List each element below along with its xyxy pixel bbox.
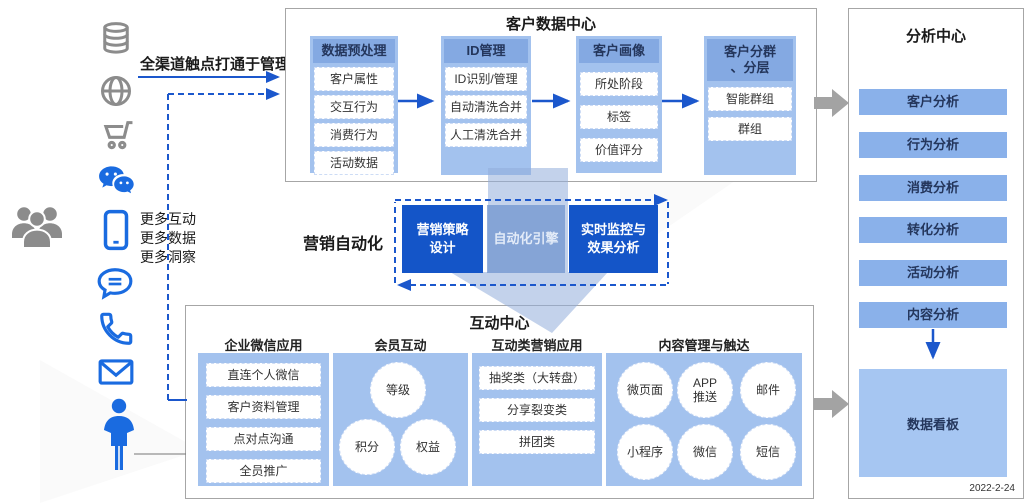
mail-envelope-icon xyxy=(97,356,135,388)
list-item: 客户资料管理 xyxy=(206,395,321,419)
list-item: 价值评分 xyxy=(580,138,658,162)
omnichannel-label: 全渠道触点打通于管理 xyxy=(140,56,291,73)
analysis-item: 转化分析 xyxy=(859,217,1007,243)
list-item: 点对点沟通 xyxy=(206,427,321,451)
column-header: 客户画像 xyxy=(579,39,659,63)
list-item: 活动数据 xyxy=(314,151,394,175)
email-circle: 邮件 xyxy=(740,362,796,418)
phone-handset-icon xyxy=(97,310,135,348)
member-interaction-panel: 等级 积分 权益 xyxy=(333,353,468,486)
app-push-circle: APP 推送 xyxy=(677,362,733,418)
list-item: 群组 xyxy=(708,117,792,141)
people-group-icon xyxy=(8,198,66,250)
analysis-item: 行为分析 xyxy=(859,132,1007,158)
id-management-column: ID管理 ID识别/管理 自动清洗合并 人工清洗合并 xyxy=(441,36,531,175)
sms-circle: 短信 xyxy=(740,424,796,480)
column-header: 数据预处理 xyxy=(313,39,395,63)
list-item: 直连个人微信 xyxy=(206,363,321,387)
marketing-automation-label: 营销自动化 xyxy=(303,236,384,253)
content-reach-label: 内容管理与触达 xyxy=(658,338,750,353)
interactive-marketing-panel: 抽奖类（大转盘） 分享裂变类 拼团类 xyxy=(472,353,602,486)
customer-segment-column: 客户分群 、分层 智能群组 群组 xyxy=(704,36,796,175)
customer-data-center-box: 客户数据中心 数据预处理 客户属性 交互行为 消费行为 活动数据 ID管理 ID… xyxy=(285,8,817,182)
wechat-circle: 微信 xyxy=(677,424,733,480)
list-item: 所处阶段 xyxy=(580,72,658,96)
member-interaction-label: 会员互动 xyxy=(374,338,427,353)
analysis-item: 活动分析 xyxy=(859,260,1007,286)
list-item: ID识别/管理 xyxy=(445,67,527,91)
list-item: 分享裂变类 xyxy=(479,398,595,422)
member-benefits-circle: 权益 xyxy=(400,419,456,475)
analysis-center-box: 分析中心 客户分析 行为分析 消费分析 转化分析 活动分析 内容分析 数据看板 … xyxy=(848,8,1024,499)
monitor-analysis-step: 实时监控与 效果分析 xyxy=(569,205,658,273)
strategy-design-step: 营销策略 设计 xyxy=(402,205,483,273)
interaction-center-title: 互动中心 xyxy=(469,315,530,332)
list-item: 自动清洗合并 xyxy=(445,95,527,119)
analysis-item: 消费分析 xyxy=(859,175,1007,201)
list-item: 全员推广 xyxy=(206,459,321,483)
list-item: 交互行为 xyxy=(314,95,394,119)
column-header: ID管理 xyxy=(444,39,528,63)
list-item: 客户属性 xyxy=(314,67,394,91)
mini-program-circle: 小程序 xyxy=(617,424,673,480)
database-icon xyxy=(98,20,134,56)
wechat-icon xyxy=(96,163,136,199)
micro-page-circle: 微页面 xyxy=(617,362,673,418)
globe-icon xyxy=(98,73,134,109)
analysis-item: 内容分析 xyxy=(859,302,1007,328)
wecom-apps-label: 企业微信应用 xyxy=(224,338,303,353)
mobile-phone-icon xyxy=(102,209,130,251)
interaction-center-box: 互动中心 企业微信应用 会员互动 互动类营销应用 内容管理与触达 直连个人微信 … xyxy=(185,305,814,499)
list-item: 智能群组 xyxy=(708,87,792,111)
customer-profile-column: 客户画像 所处阶段 标签 价值评分 xyxy=(576,36,662,173)
shopping-cart-icon xyxy=(98,118,136,152)
column-header: 客户分群 、分层 xyxy=(707,39,793,81)
list-item: 拼团类 xyxy=(479,430,595,454)
chat-bubble-icon xyxy=(96,266,134,302)
automation-engine-step: 自动化引擎 xyxy=(487,205,565,273)
interactive-marketing-label: 互动类营销应用 xyxy=(491,338,583,353)
content-reach-panel: 微页面 APP 推送 邮件 小程序 微信 短信 xyxy=(606,353,802,486)
member-level-circle: 等级 xyxy=(370,362,426,418)
date-label: 2022-2-24 xyxy=(969,483,1015,494)
analysis-center-title: 分析中心 xyxy=(905,28,966,45)
wecom-apps-panel: 直连个人微信 客户资料管理 点对点沟通 全员推广 xyxy=(198,353,329,486)
list-item: 标签 xyxy=(580,105,658,129)
customer-data-center-title: 客户数据中心 xyxy=(505,16,596,33)
member-points-circle: 积分 xyxy=(339,419,395,475)
list-item: 抽奖类（大转盘） xyxy=(479,366,595,390)
list-item: 人工清洗合并 xyxy=(445,123,527,147)
person-icon xyxy=(100,398,138,474)
block-arrow-to-analysis xyxy=(814,89,849,117)
data-dashboard-box: 数据看板 xyxy=(859,369,1007,477)
data-preprocess-column: 数据预处理 客户属性 交互行为 消费行为 活动数据 xyxy=(310,36,398,175)
analysis-item: 客户分析 xyxy=(859,89,1007,115)
block-arrow-to-dashboard xyxy=(814,390,849,418)
list-item: 消费行为 xyxy=(314,123,394,147)
